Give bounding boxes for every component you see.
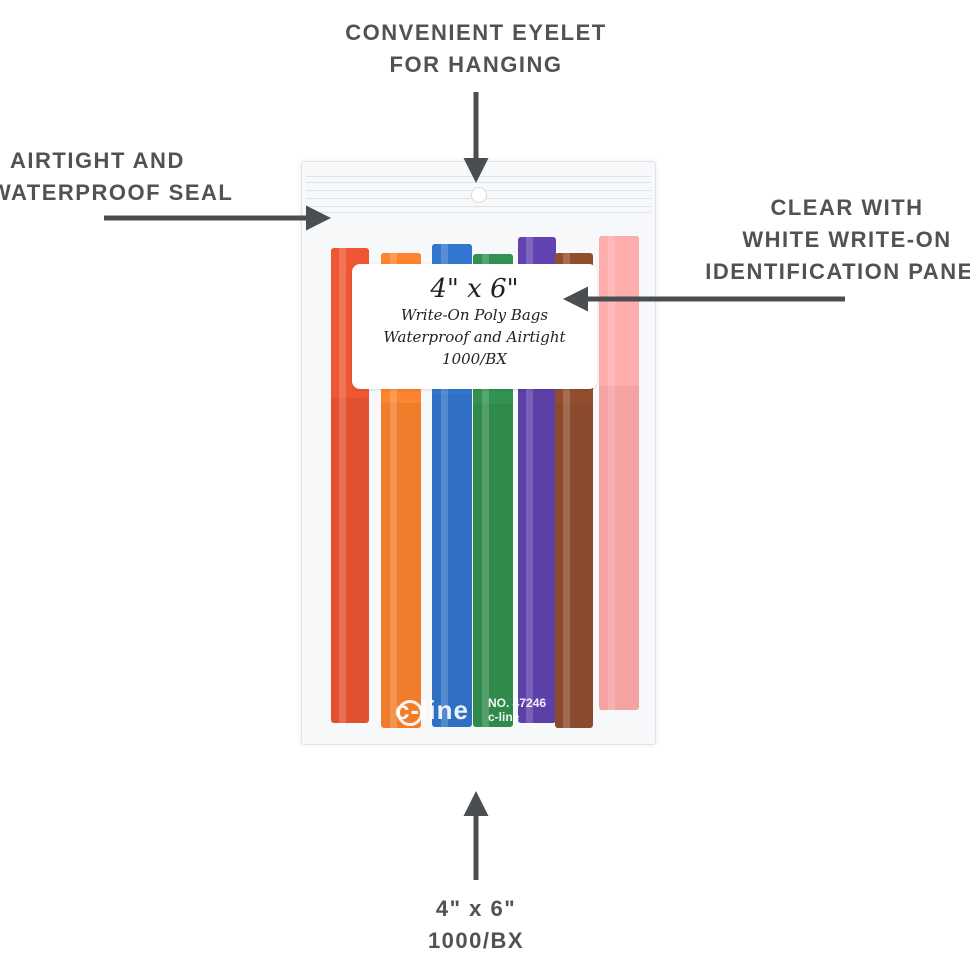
panel-callout-line-3: IDENTIFICATION PANEL bbox=[705, 259, 970, 284]
marker-cap bbox=[599, 236, 639, 386]
marker-shine bbox=[563, 253, 571, 728]
eyelet-callout-line-2: FOR HANGING bbox=[389, 52, 563, 77]
eyelet-callout: CONVENIENT EYELET FOR HANGING bbox=[345, 17, 606, 81]
size-callout-line-2: 1000/BX bbox=[427, 928, 525, 953]
brand-logo: c-line bbox=[395, 695, 469, 725]
marker-shine bbox=[481, 254, 489, 727]
eyelet-callout-line-1: CONVENIENT EYELET bbox=[345, 20, 607, 45]
zip-seal-line bbox=[306, 212, 651, 213]
marker-shine bbox=[339, 248, 347, 723]
marker-7 bbox=[599, 236, 639, 710]
item-number-text: NO. 47246 bbox=[488, 696, 547, 710]
marker-shine bbox=[389, 253, 397, 728]
marker-1 bbox=[331, 248, 369, 723]
panel-callout-line-2: WHITE WRITE-ON bbox=[742, 227, 952, 252]
panel-line-2: Waterproof and Airtight bbox=[383, 328, 566, 346]
marker-shine bbox=[440, 244, 448, 727]
marker-shine bbox=[526, 237, 534, 723]
brand-small-text: c-line bbox=[488, 710, 520, 724]
panel-callout-line-1: CLEAR WITH bbox=[770, 195, 924, 220]
seal-callout-line-2: WATERPROOF SEAL bbox=[0, 180, 234, 205]
write-on-panel: 4" x 6" Write-On Poly Bags Waterproof an… bbox=[352, 264, 597, 389]
panel-callout: CLEAR WITH WHITE WRITE-ON IDENTIFICATION… bbox=[692, 192, 970, 288]
panel-line-3: 1000/BX bbox=[442, 350, 507, 368]
item-number: NO. 47246 c-line bbox=[488, 696, 546, 724]
seal-callout-line-1: AIRTIGHT AND bbox=[10, 148, 185, 173]
size-callout: 4" x 6" 1000/BX bbox=[428, 893, 524, 957]
panel-size-text: 4" x 6" bbox=[430, 274, 519, 304]
marker-shine bbox=[607, 236, 615, 710]
panel-line-1: Write-On Poly Bags bbox=[400, 306, 549, 324]
seal-callout: AIRTIGHT AND WATERPROOF SEAL bbox=[0, 145, 234, 209]
zip-seal-line bbox=[306, 206, 651, 207]
hanging-eyelet bbox=[471, 187, 487, 203]
size-callout-line-1: 4" x 6" bbox=[435, 896, 517, 921]
brand-logo-mark bbox=[397, 700, 423, 726]
